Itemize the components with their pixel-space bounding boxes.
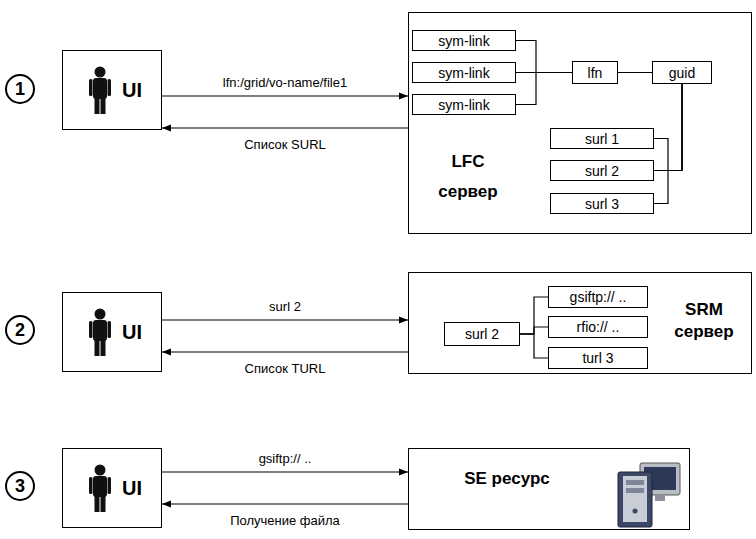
user-figure — [89, 309, 111, 357]
record-box: lfn — [572, 61, 618, 84]
node-label: 2 — [15, 320, 25, 341]
edge-label: gsiftp:// .. — [256, 451, 315, 466]
connector — [162, 471, 408, 472]
connector — [162, 351, 408, 352]
record-box: surl 2 — [444, 322, 520, 346]
user-arm — [108, 79, 112, 96]
record-box: surl 2 — [550, 160, 654, 181]
user-interface-box: UI — [62, 50, 162, 130]
connector — [654, 84, 682, 171]
connector — [516, 41, 572, 73]
edge-label: lfn:/grid/vo-name/file1 — [220, 75, 350, 90]
server-box: LFC сервер sym-link sym-link sym-link lfn gui… — [408, 12, 752, 234]
user-arm — [108, 321, 112, 338]
connector — [520, 327, 548, 334]
computer-icon — [618, 463, 680, 527]
user-head — [95, 67, 106, 78]
connector — [618, 72, 652, 73]
user-figure — [89, 67, 111, 115]
connector — [516, 73, 572, 105]
node-label: sym-link — [438, 97, 489, 113]
user-figure — [89, 465, 111, 513]
power-button — [633, 509, 638, 514]
user-body — [93, 78, 107, 99]
record-box: turl 3 — [548, 347, 648, 369]
node-label: UI — [122, 79, 142, 102]
record-box: surl 1 — [550, 128, 654, 149]
monitor-stand — [655, 495, 665, 501]
callout-number: 2 — [5, 315, 35, 345]
user-arm — [108, 477, 112, 494]
record-box: guid — [652, 61, 712, 84]
user-leg — [95, 340, 100, 356]
node-label: guid — [669, 65, 695, 81]
user-leg — [101, 98, 106, 114]
record-box: surl 3 — [550, 193, 654, 214]
node-label: 3 — [15, 476, 25, 497]
edge-label: Список TURL — [242, 361, 329, 376]
node-label: lfn — [588, 65, 603, 81]
connector — [162, 95, 408, 96]
node-label: surl 3 — [585, 196, 619, 212]
callout-number: 3 — [5, 471, 35, 501]
user-head — [95, 465, 106, 476]
callout-number: 1 — [5, 74, 35, 104]
node-label: turl 3 — [582, 350, 613, 366]
connector — [520, 297, 548, 334]
edge-label: surl 2 — [266, 299, 304, 314]
connector — [520, 334, 548, 358]
connector — [162, 127, 408, 128]
user-body — [93, 320, 107, 341]
resource-box: SE ресурс — [408, 448, 690, 530]
tower-case — [618, 472, 652, 527]
user-interface-box: UI — [62, 292, 162, 372]
user-leg — [101, 340, 106, 356]
user-body — [93, 476, 107, 497]
connector — [654, 84, 682, 171]
user-interface-box: UI — [62, 448, 162, 528]
edge-label: Список SURL — [241, 137, 329, 152]
user-arm — [89, 477, 93, 494]
record-box: rfio:// .. — [548, 316, 648, 338]
node-label: LFC сервер — [430, 147, 506, 207]
drive-bay — [626, 488, 644, 493]
node-label: surl 2 — [585, 163, 619, 179]
node-label: sym-link — [438, 33, 489, 49]
server-box: SRM сервер surl 2 gsiftp:// .. rfio:// .. tu… — [408, 272, 752, 374]
user-arm — [89, 321, 93, 338]
user-leg — [95, 98, 100, 114]
node-label: sym-link — [438, 65, 489, 81]
tower-front — [623, 476, 647, 522]
node-label: rfio:// .. — [577, 319, 620, 335]
node-label: SRM сервер — [662, 299, 746, 343]
node-label: SE ресурс — [462, 466, 552, 492]
node-label: UI — [122, 321, 142, 344]
user-head — [95, 309, 106, 320]
node-label: UI — [122, 477, 142, 500]
user-leg — [95, 496, 100, 512]
node-label: 1 — [15, 79, 25, 100]
connector — [162, 319, 408, 320]
record-box: sym-link — [412, 62, 516, 83]
edge-label: Получение файла — [227, 513, 343, 528]
user-leg — [101, 496, 106, 512]
node-label: surl 1 — [585, 131, 619, 147]
connector — [162, 503, 408, 504]
record-box: sym-link — [412, 94, 516, 115]
user-arm — [89, 79, 93, 96]
drive-bay — [626, 480, 644, 485]
record-box: gsiftp:// .. — [548, 286, 648, 308]
node-label: surl 2 — [465, 326, 499, 342]
record-box: sym-link — [412, 30, 516, 51]
node-label: gsiftp:// .. — [570, 289, 627, 305]
connector — [654, 84, 682, 204]
